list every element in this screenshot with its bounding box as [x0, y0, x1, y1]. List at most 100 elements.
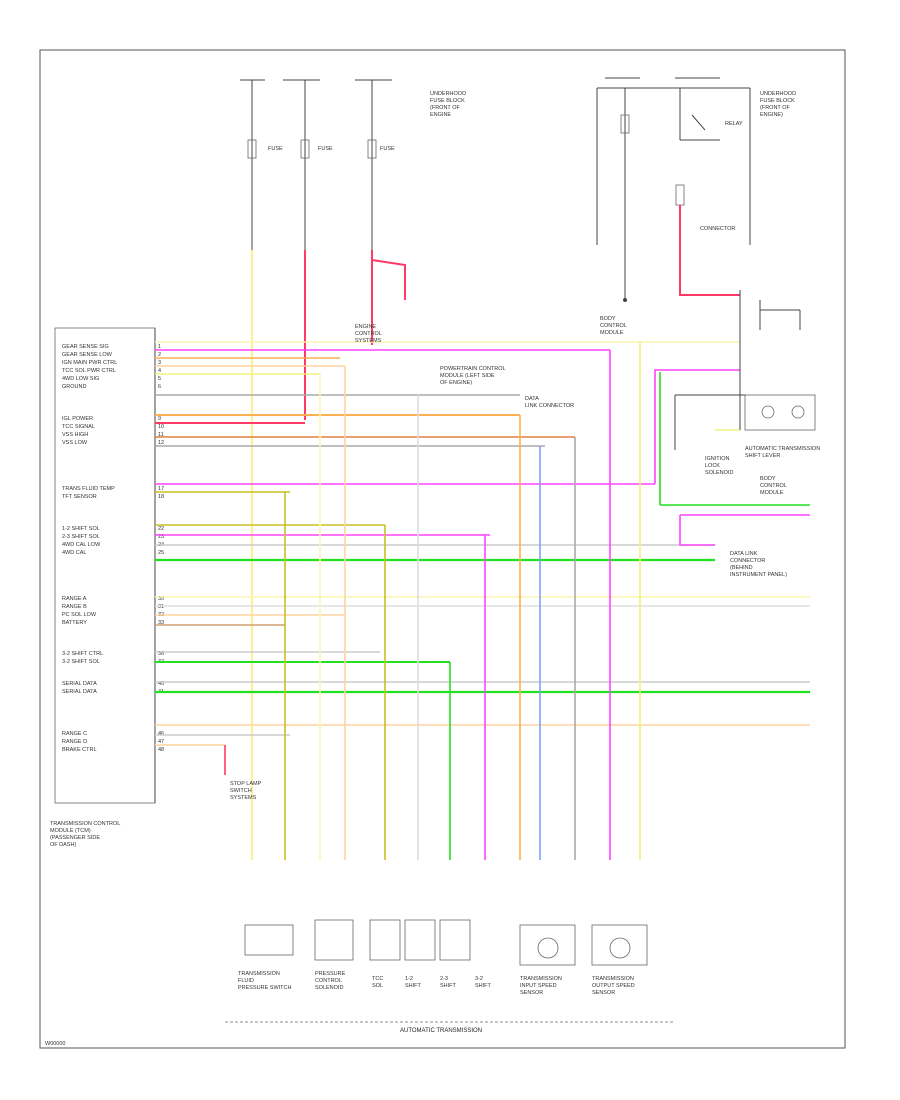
svg-text:2: 2 — [158, 352, 161, 358]
svg-text:9: 9 — [158, 416, 161, 422]
svg-text:PRESSURE SWITCH: PRESSURE SWITCH — [238, 985, 292, 991]
wires — [155, 205, 810, 860]
svg-text:GROUND: GROUND — [62, 384, 86, 390]
svg-text:TRANSMISSION: TRANSMISSION — [520, 976, 562, 982]
svg-text:33: 33 — [158, 620, 164, 626]
svg-text:INPUT SPEED: INPUT SPEED — [520, 983, 557, 989]
svg-text:TFT SENSOR: TFT SENSOR — [62, 494, 97, 500]
svg-text:SENSOR: SENSOR — [520, 990, 543, 996]
svg-text:RANGE D: RANGE D — [62, 739, 87, 745]
svg-text:DATA: DATA — [525, 396, 539, 402]
svg-text:46: 46 — [158, 731, 164, 737]
svg-text:1: 1 — [158, 344, 161, 350]
svg-text:FUSE: FUSE — [318, 146, 333, 152]
svg-text:UNDERHOOD: UNDERHOOD — [430, 91, 466, 97]
diagram-frame — [39, 49, 846, 1049]
svg-text:4WD LOW SIG: 4WD LOW SIG — [62, 376, 99, 382]
svg-text:CONNECTOR: CONNECTOR — [700, 226, 735, 232]
svg-text:VSS HIGH: VSS HIGH — [62, 432, 88, 438]
svg-text:SOLENOID: SOLENOID — [705, 470, 733, 476]
svg-text:OUTPUT SPEED: OUTPUT SPEED — [592, 983, 635, 989]
svg-text:FUSE BLOCK: FUSE BLOCK — [430, 98, 465, 104]
shift-solenoid-2-3 — [439, 919, 471, 961]
svg-text:4WD CAL: 4WD CAL — [62, 550, 86, 556]
svg-text:2-3 SHIFT SOL: 2-3 SHIFT SOL — [62, 534, 100, 540]
svg-text:RANGE B: RANGE B — [62, 604, 87, 610]
svg-text:SWITCH: SWITCH — [230, 788, 252, 794]
svg-text:ENGINE): ENGINE) — [760, 112, 783, 118]
svg-text:FLUID: FLUID — [238, 978, 254, 984]
svg-text:UNDERHOOD: UNDERHOOD — [760, 91, 796, 97]
power-feed-group: FUSE FUSE FUSE UNDERHOOD FUSE BLOCK (FRO… — [240, 79, 466, 250]
svg-text:ENGINE: ENGINE — [355, 324, 376, 330]
pcm-block: TRANSMISSION CONTROL MODULE (TCM) (PASSE… — [50, 327, 156, 848]
svg-text:3-2 SHIFT CTRL: 3-2 SHIFT CTRL — [62, 651, 103, 657]
output-speed-sensor — [591, 924, 648, 966]
svg-text:22: 22 — [158, 526, 164, 532]
svg-text:12: 12 — [158, 440, 164, 446]
svg-text:SYSTEMS: SYSTEMS — [355, 338, 382, 344]
svg-text:(BEHIND: (BEHIND — [730, 565, 753, 571]
svg-text:BRAKE CTRL: BRAKE CTRL — [62, 747, 97, 753]
svg-text:PRESSURE: PRESSURE — [315, 971, 346, 977]
svg-text:TRANS FLUID TEMP: TRANS FLUID TEMP — [62, 486, 115, 492]
svg-text:IGN MAIN PWR CTRL: IGN MAIN PWR CTRL — [62, 360, 117, 366]
svg-text:31: 31 — [158, 604, 164, 610]
svg-text:IGL POWER: IGL POWER — [62, 416, 93, 422]
svg-text:4: 4 — [158, 368, 161, 374]
svg-text:3-2: 3-2 — [475, 976, 483, 982]
svg-text:BODY: BODY — [600, 316, 616, 322]
svg-text:MODULE (LEFT SIDE: MODULE (LEFT SIDE — [440, 373, 495, 379]
svg-text:MODULE: MODULE — [760, 490, 784, 496]
svg-text:SHIFT: SHIFT — [440, 983, 457, 989]
svg-text:TRANSMISSION: TRANSMISSION — [238, 971, 280, 977]
svg-text:1-2 SHIFT SOL: 1-2 SHIFT SOL — [62, 526, 100, 532]
svg-text:RELAY: RELAY — [725, 121, 743, 127]
svg-text:17: 17 — [158, 486, 164, 492]
svg-text:TRANSMISSION CONTROL: TRANSMISSION CONTROL — [50, 821, 120, 827]
svg-text:TCC SOL PWR CTRL: TCC SOL PWR CTRL — [62, 368, 116, 374]
svg-text:(FRONT OF: (FRONT OF — [430, 105, 460, 111]
shift-solenoid-1-2 — [404, 919, 436, 961]
svg-text:SHIFT: SHIFT — [475, 983, 492, 989]
svg-text:23: 23 — [158, 534, 164, 540]
svg-text:1-2: 1-2 — [405, 976, 413, 982]
svg-text:TCC SIGNAL: TCC SIGNAL — [62, 424, 95, 430]
input-speed-sensor — [519, 924, 576, 966]
svg-text:CONTROL: CONTROL — [760, 483, 787, 489]
svg-text:OF ENGINE): OF ENGINE) — [440, 380, 472, 386]
svg-text:36: 36 — [158, 651, 164, 657]
svg-text:OF DASH): OF DASH) — [50, 842, 76, 848]
fluid-pressure-switch — [244, 924, 294, 956]
svg-text:FUSE: FUSE — [380, 146, 395, 152]
svg-text:IGNITION: IGNITION — [705, 456, 729, 462]
svg-text:MODULE (TCM): MODULE (TCM) — [50, 828, 91, 834]
svg-text:(FRONT OF: (FRONT OF — [760, 105, 790, 111]
svg-text:18: 18 — [158, 494, 164, 500]
relay-group: UNDERHOOD FUSE BLOCK (FRONT OF ENGINE) R… — [596, 77, 796, 336]
svg-text:3: 3 — [158, 360, 161, 366]
pcm-pin-labels: GEAR SENSE SIG GEAR SENSE LOW IGN MAIN P… — [62, 344, 117, 753]
svg-text:MODULE: MODULE — [600, 330, 624, 336]
svg-text:GEAR SENSE LOW: GEAR SENSE LOW — [62, 352, 113, 358]
svg-text:STOP LAMP: STOP LAMP — [230, 781, 262, 787]
svg-text:5: 5 — [158, 376, 161, 382]
svg-text:4WD CAL LOW: 4WD CAL LOW — [62, 542, 101, 548]
svg-text:TCC: TCC — [372, 976, 383, 982]
svg-text:SHIFT: SHIFT — [405, 983, 422, 989]
svg-text:CONTROL: CONTROL — [315, 978, 342, 984]
svg-text:TRANSMISSION: TRANSMISSION — [592, 976, 634, 982]
svg-text:25: 25 — [158, 550, 164, 556]
svg-text:11: 11 — [158, 432, 164, 438]
svg-text:FUSE BLOCK: FUSE BLOCK — [760, 98, 795, 104]
bottom-title: AUTOMATIC TRANSMISSION — [400, 1028, 482, 1034]
svg-text:FUSE: FUSE — [268, 146, 283, 152]
svg-text:30: 30 — [158, 596, 164, 602]
svg-text:POWERTRAIN CONTROL: POWERTRAIN CONTROL — [440, 366, 506, 372]
svg-text:48: 48 — [158, 747, 164, 753]
svg-text:SOLENOID: SOLENOID — [315, 985, 343, 991]
svg-text:SERIAL DATA: SERIAL DATA — [62, 689, 97, 695]
figure-id: W00000 — [45, 1041, 66, 1047]
svg-text:CONTROL: CONTROL — [355, 331, 382, 337]
svg-text:40: 40 — [158, 681, 164, 687]
